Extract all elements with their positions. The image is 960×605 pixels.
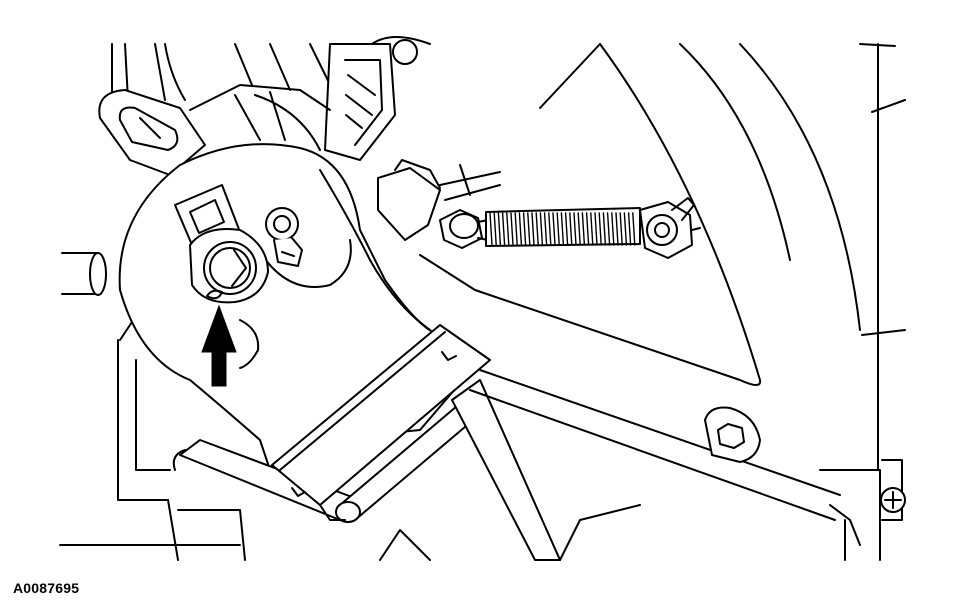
clamp-band <box>272 325 490 520</box>
linkage <box>378 160 500 248</box>
cam-and-clip <box>175 185 268 302</box>
arrow-up-icon <box>202 306 236 386</box>
cover-shroud <box>420 44 860 385</box>
housing-frame <box>60 44 905 560</box>
bolt-boss <box>266 208 302 266</box>
figure-code: A0087695 <box>13 580 80 596</box>
pivot-lug <box>99 90 205 175</box>
coil-spring <box>486 208 640 246</box>
hex-bolt <box>705 408 760 463</box>
stub-shaft <box>62 253 106 295</box>
spring-anchor <box>640 198 700 258</box>
upper-bracket <box>190 37 430 160</box>
corner-bolt <box>881 488 905 512</box>
